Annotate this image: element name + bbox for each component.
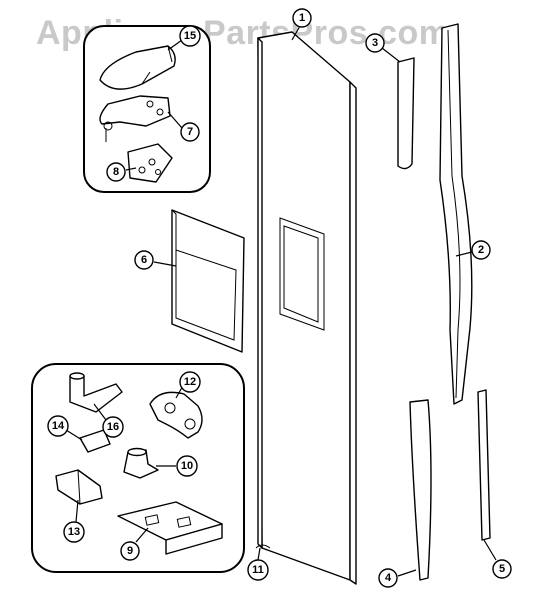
svg-text:7: 7 bbox=[187, 126, 193, 138]
svg-text:15: 15 bbox=[184, 30, 196, 42]
callout-15: 15 bbox=[179, 25, 201, 47]
callout-11: 11 bbox=[247, 559, 269, 581]
svg-text:2: 2 bbox=[478, 244, 484, 256]
lower-hinge-bracket-part bbox=[149, 391, 203, 439]
hinge-cover-part bbox=[99, 45, 176, 90]
svg-text:4: 4 bbox=[385, 572, 392, 584]
callout-7: 7 bbox=[180, 122, 200, 142]
trim-strip bbox=[477, 389, 491, 541]
svg-text:6: 6 bbox=[141, 254, 147, 266]
dispenser-frame bbox=[171, 209, 245, 353]
svg-text:14: 14 bbox=[52, 420, 65, 432]
callout-1: 1 bbox=[292, 8, 312, 28]
svg-text:8: 8 bbox=[113, 166, 119, 178]
svg-text:5: 5 bbox=[499, 563, 505, 575]
hinge-cam-part bbox=[123, 449, 159, 479]
callout-10: 10 bbox=[176, 455, 198, 477]
callout-6: 6 bbox=[134, 250, 154, 270]
door-stop-part bbox=[255, 544, 271, 549]
svg-text:3: 3 bbox=[372, 37, 378, 49]
callout-2: 2 bbox=[471, 240, 491, 260]
callout-13: 13 bbox=[63, 521, 85, 543]
callout-12: 12 bbox=[179, 371, 201, 393]
handle-end-cap-bottom bbox=[409, 399, 432, 581]
door-panel bbox=[257, 31, 357, 585]
svg-text:11: 11 bbox=[252, 564, 264, 576]
callout-8: 8 bbox=[106, 162, 126, 182]
small-bracket-part bbox=[79, 429, 111, 453]
callout-9: 9 bbox=[120, 541, 140, 561]
top-hinge-inset bbox=[83, 25, 211, 193]
svg-text:12: 12 bbox=[184, 376, 196, 388]
hinge-shim-part bbox=[127, 143, 173, 183]
svg-text:9: 9 bbox=[127, 545, 133, 557]
callout-5: 5 bbox=[492, 559, 512, 579]
callout-4: 4 bbox=[378, 568, 398, 588]
hinge-pin-part bbox=[69, 375, 123, 413]
svg-text:1: 1 bbox=[299, 12, 305, 24]
handle-end-cap-top bbox=[397, 57, 415, 170]
door-handle bbox=[439, 23, 473, 405]
callout-16: 16 bbox=[102, 416, 124, 438]
callout-14: 14 bbox=[47, 415, 69, 437]
bottom-hinge-inset bbox=[31, 363, 245, 573]
svg-text:13: 13 bbox=[68, 526, 80, 538]
svg-text:16: 16 bbox=[107, 421, 119, 433]
callout-3: 3 bbox=[365, 33, 385, 53]
svg-text:10: 10 bbox=[181, 460, 193, 472]
leader-lines bbox=[65, 25, 497, 577]
